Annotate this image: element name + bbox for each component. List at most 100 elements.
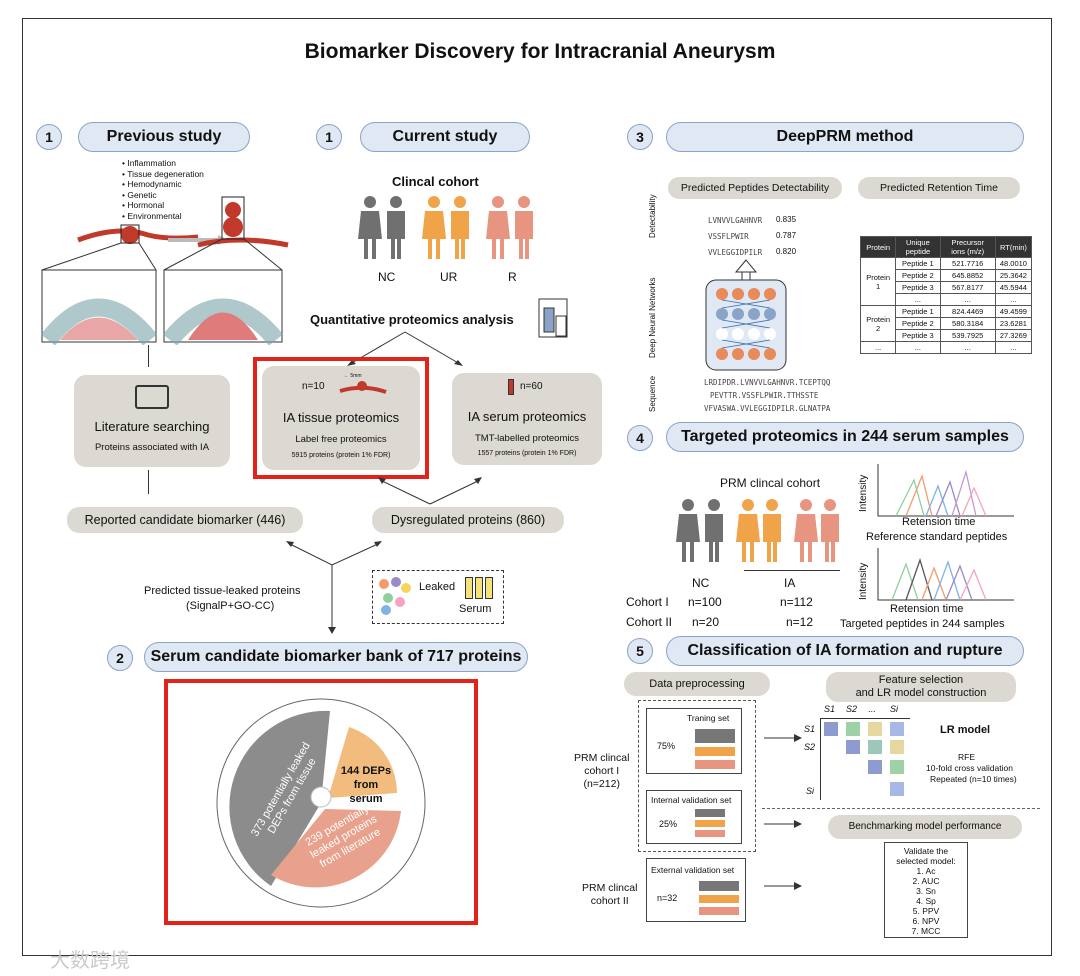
table-header: RT(min) [994,236,1033,258]
table-row: ............ [859,341,1033,354]
table-cell: Peptide 2 [895,269,941,282]
matrix-cell [824,722,838,736]
matrix-axis [820,718,821,800]
row-s1: S1 [804,724,816,734]
row-si: Si [806,786,815,796]
table-cell: Peptide 3 [895,281,941,294]
step-number: 4 [627,425,653,451]
bar-pink [695,830,725,837]
bar-orange [695,747,735,756]
metric-item: 6. NPV [912,916,940,926]
table-cell: 824.4469 [939,305,996,318]
table-cell: 27.3269 [994,329,1033,342]
col-si: Si [890,704,899,714]
flow-arrows [764,734,802,890]
table-cell: ... [939,293,996,306]
serum-method: TMT-labelled proteomics [474,433,579,444]
table-cell: ... [939,341,996,354]
bar-grey [695,729,735,743]
tube-icon [475,577,483,599]
matrix-cell [846,722,860,736]
table-cell: ... [994,341,1033,354]
input-seq: LRDIPDR.LVNVVLGAHNVR.TCEPTQQ [704,378,831,387]
serum-title: IA serum proteomics [467,409,587,424]
group-ur: UR [440,270,458,284]
leak-label-2: (SignalP+GO-CC) [186,600,275,612]
current-study-label: Current study [360,122,530,152]
merge-to-bank-arrows [286,541,382,634]
bank-label: Serum candidate biomarker bank of 717 pr… [144,642,528,672]
factor-item: Hemodynamic [122,179,204,190]
matrix-cell [890,740,904,754]
repeat-label: Repeated (n=10 times) [930,774,1017,784]
peptide-score: 0.820 [776,247,797,256]
table-cell: 25.3642 [994,269,1033,282]
step-number: 1 [36,124,62,150]
matrix-cell [868,760,882,774]
table-cell: 521.7716 [939,257,996,270]
literature-sub: Proteins associated with IA [94,442,210,453]
dysregulated-box: Dysregulated proteins (860) [372,507,564,533]
step-number: 1 [316,124,342,150]
cohort-2-nc: n=20 [692,615,720,629]
table-cell: 567.8177 [939,281,996,294]
factor-list: Inflammation Tissue degeneration Hemodyn… [112,158,204,221]
metric-item: 1. Ac [916,866,936,876]
table-cell: 539.7925 [939,329,996,342]
rfe-label: RFE [958,752,975,762]
scale-bar: ← 5mm [344,373,362,379]
cohort-1-dashed [638,700,756,852]
table-cell: Peptide 2 [895,317,941,330]
col-s2: S2 [846,704,858,714]
axis-sequence: Sequence [648,375,657,412]
tissue-method: Label free proteomics [295,434,387,445]
table-cell: 48.0010 [994,257,1033,270]
matrix-cell [890,722,904,736]
table-cell: Peptide 3 [895,329,941,342]
table-cell: ... [895,293,941,306]
table-cell: Protein 1 [859,257,897,306]
axis-detectability: Detectability [648,194,657,238]
bar-grey [699,881,739,891]
literature-title: Literature searching [94,419,210,434]
step-number: 3 [627,124,653,150]
targeted-chromatogram [877,548,1014,601]
arrow-down [148,345,149,367]
metric-item: 2. AUC [912,876,940,886]
validation-box: Validate the selected model: 1. Ac 2. AU… [884,842,968,938]
neural-network-diagram [705,259,787,371]
group-nc: NC [378,270,396,284]
matrix-cell [868,722,882,736]
metric-item: 7. MCC [911,926,941,936]
metric-item: 4. Sp [916,896,936,906]
internal-pct: 25% [659,819,678,829]
reported-biomarker-box: Reported candidate biomarker (446) [67,507,303,533]
table-header: Precursor ions (m/z) [939,236,996,258]
previous-study-label: Previous study [78,122,250,152]
highlight-box [253,357,429,479]
table-cell: Protein 2 [859,305,897,342]
tissue-n: n=10 [302,381,325,392]
group-r: R [508,270,517,284]
cv-label: 10-fold cross validation [926,763,1013,773]
serum-label: Serum [459,603,492,615]
training-set-box: Traning set 75% [646,708,742,774]
table-cell: ... [859,341,897,354]
peptide-seq: VVLEGGIDPILR [708,248,763,257]
reference-label: Reference standard peptides [866,531,1008,543]
matrix-axis [820,718,910,719]
matrix-cell [890,760,904,774]
figure-title: Biomarker Discovery for Intracranial Ane… [304,40,776,63]
ia-label: IA [784,576,796,590]
metric-item: 3. Sn [916,886,936,896]
quant-label: Quantitative proteomics analysis [310,312,514,327]
intensity-label: Intensity [858,562,869,600]
leaked-label: Leaked [419,581,456,593]
table-cell: Peptide 1 [895,305,941,318]
rt-label: Retension time [890,603,964,615]
matrix-cell [868,740,882,754]
factor-item: Environmental [122,211,204,222]
